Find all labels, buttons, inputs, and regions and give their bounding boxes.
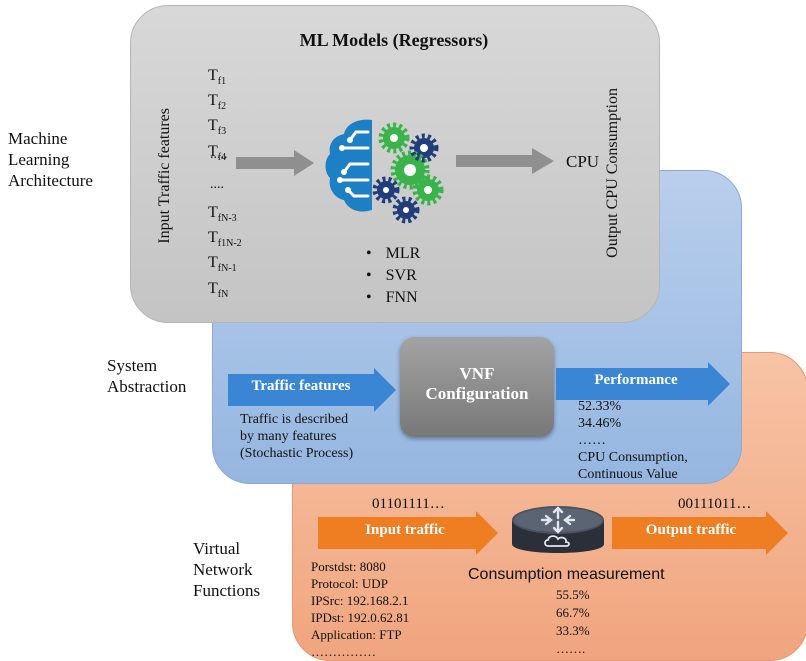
packet-field: …………… — [311, 644, 376, 659]
feature-item: TfN-3 — [208, 204, 237, 225]
ml-models-title: ML Models (Regressors) — [299, 30, 489, 50]
vnf-configuration-box: VNF Configuration — [400, 337, 554, 437]
ml-side-label-line: Machine — [8, 129, 68, 148]
ml-side-label-line: Architecture — [8, 171, 93, 190]
vnf-side-label-line: Functions — [193, 581, 261, 600]
features-ellipsis: ..... — [210, 147, 228, 162]
packet-field: Porstdst: 8080 — [311, 559, 386, 574]
performance-value: Continuous Value — [578, 467, 678, 482]
features-ellipsis: .... — [210, 177, 224, 192]
vnf-box-line: VNF — [459, 364, 495, 383]
packet-fields: Porstdst: 8080 Protocol: UDP IPSrc: 192.… — [311, 558, 409, 660]
performance-value: 34.46% — [578, 416, 622, 431]
performance-value: …… — [578, 433, 606, 448]
vnf-box-line: Configuration — [425, 384, 529, 403]
packet-field: Protocol: UDP — [311, 576, 388, 591]
packet-field: IPDst: 192.0.62.81 — [311, 610, 410, 625]
brain-gears-icon — [325, 119, 444, 224]
model-item: •FNN — [366, 289, 418, 306]
system-side-label: System Abstraction — [107, 355, 186, 397]
output-bits: 00111011… — [678, 496, 752, 512]
packet-field: Application: FTP — [311, 627, 402, 642]
vnf-side-label-line: Network — [193, 560, 253, 579]
output-traffic-arrow — [612, 511, 788, 555]
ml-side-label: Machine Learning Architecture — [8, 128, 93, 191]
measurement-value: 33.3% — [556, 623, 590, 638]
feature-item: Tf1 — [208, 67, 227, 88]
measurement-value: ……. — [556, 641, 586, 656]
input-arrow-icon — [236, 150, 314, 176]
output-cpu-consumption-label: Output CPU Consumption — [604, 88, 621, 258]
traffic-features-arrow — [228, 368, 396, 412]
feature-item: Tf4 — [208, 142, 227, 163]
input-traffic-arrow-label: Input traffic — [365, 522, 445, 538]
model-list: •MLR •SVR •FNN — [366, 243, 420, 309]
feature-item: Tf3 — [208, 117, 227, 138]
performance-arrow — [556, 362, 730, 406]
features-list-top: Tf1 Tf2 Tf3 Tf4 — [208, 66, 226, 167]
ml-side-label-line: Learning — [8, 150, 70, 169]
traffic-description: Traffic is described by many features (S… — [240, 411, 353, 462]
feature-item: Tf2 — [208, 92, 227, 113]
feature-item: TfN — [208, 279, 229, 300]
traffic-description-line: Traffic is described — [240, 412, 349, 427]
features-list-bottom: TfN-3 Tf1N-2 TfN-1 TfN — [208, 203, 242, 304]
packet-field: IPSrc: 192.168.2.1 — [311, 593, 409, 608]
performance-arrow-label: Performance — [594, 372, 678, 388]
measurement-values: 55.5% 66.7% 33.3% ……. — [556, 586, 590, 658]
model-item: •SVR — [366, 267, 417, 284]
model-item: •MLR — [366, 245, 421, 262]
vnf-side-label: Virtual Network Functions — [193, 538, 260, 601]
measurement-value: 66.7% — [556, 605, 590, 620]
performance-values: 52.33% 34.46% …… CPU Consumption, Contin… — [578, 398, 688, 483]
vnf-side-label-line: Virtual — [193, 539, 241, 558]
output-arrow-icon — [456, 148, 554, 174]
input-bits: 01101111… — [372, 496, 445, 512]
cpu-output-value: CPU — [566, 152, 600, 171]
performance-value: CPU Consumption, — [578, 450, 688, 465]
traffic-features-arrow-label: Traffic features — [251, 378, 351, 394]
system-side-label-line: System — [107, 356, 158, 375]
ml-architecture-layer — [130, 5, 660, 323]
feature-item: Tf1N-2 — [208, 229, 242, 250]
feature-item: TfN-1 — [208, 254, 237, 275]
traffic-description-line: (Stochastic Process) — [240, 446, 354, 461]
input-traffic-features-label: Input Traffic features — [156, 108, 173, 244]
traffic-description-line: by many features — [240, 429, 337, 444]
router-icon — [512, 506, 604, 553]
input-traffic-arrow — [318, 511, 498, 555]
output-traffic-arrow-label: Output traffic — [645, 522, 737, 538]
measurement-value: 55.5% — [556, 587, 590, 602]
performance-value: 52.33% — [578, 399, 622, 414]
consumption-measurement-title: Consumption measurement — [468, 566, 665, 583]
system-side-label-line: Abstraction — [107, 377, 187, 396]
